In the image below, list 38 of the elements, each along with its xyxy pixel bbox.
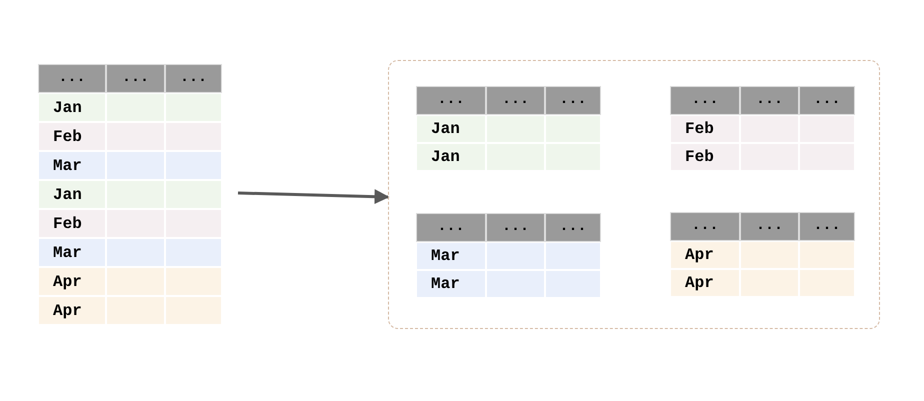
header-cell: ... <box>799 212 855 241</box>
table-cell: Apr <box>38 296 106 325</box>
table-cell: Mar <box>416 270 486 298</box>
header-cell: ... <box>416 86 486 115</box>
table-cell: Jan <box>38 93 106 122</box>
header-cell: ... <box>545 213 601 242</box>
header-cell: ... <box>740 212 799 241</box>
header-cell: ... <box>740 86 799 115</box>
data-table <box>38 64 222 325</box>
header-cell: ... <box>670 212 740 241</box>
header-cell: ... <box>165 64 222 93</box>
table-cell: Apr <box>670 269 740 297</box>
table-cell: Feb <box>38 209 106 238</box>
data-table <box>670 86 855 171</box>
table-cell: Apr <box>670 241 740 269</box>
header-cell: ... <box>106 64 165 93</box>
dashed-group-frame <box>388 60 880 329</box>
table-cell: Feb <box>670 115 740 143</box>
table-cell: Mar <box>38 238 106 267</box>
table-cell: Mar <box>38 151 106 180</box>
table-cell: Jan <box>416 115 486 143</box>
arrow <box>238 189 390 204</box>
data-table <box>416 86 601 171</box>
header-cell: ... <box>545 86 601 115</box>
header-cell: ... <box>486 86 545 115</box>
table-cell: Jan <box>38 180 106 209</box>
data-table <box>416 213 601 298</box>
table-cell: Feb <box>670 143 740 171</box>
table-cell: Feb <box>38 122 106 151</box>
table-cell: Jan <box>416 143 486 171</box>
table-cell: Mar <box>416 242 486 270</box>
header-cell: ... <box>416 213 486 242</box>
header-cell: ... <box>799 86 855 115</box>
data-table <box>670 212 855 297</box>
header-cell: ... <box>670 86 740 115</box>
table-cell: Apr <box>38 267 106 296</box>
header-cell: ... <box>486 213 545 242</box>
header-cell: ... <box>38 64 106 93</box>
